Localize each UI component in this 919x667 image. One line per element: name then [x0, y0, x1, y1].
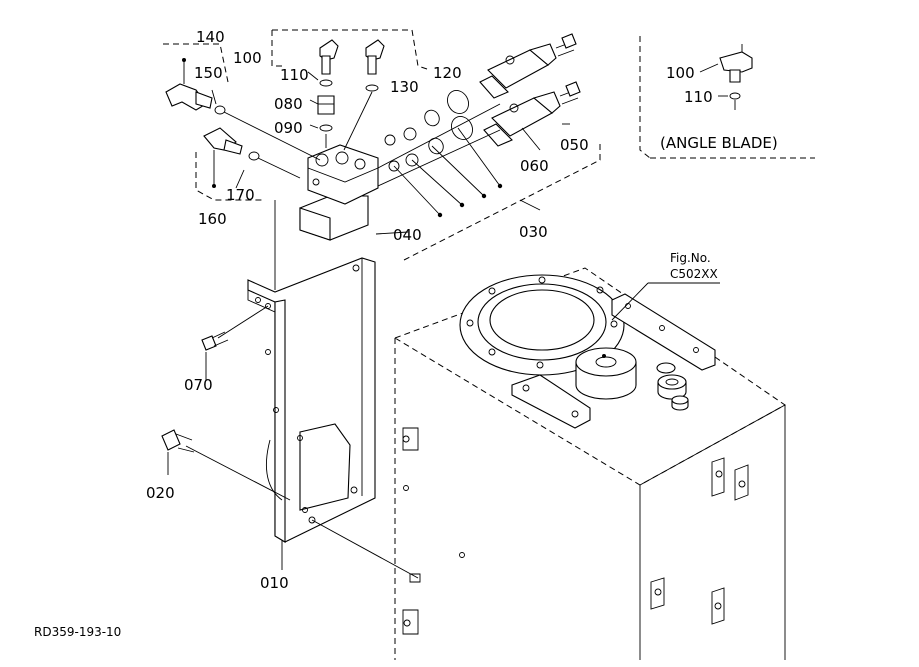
callout-080: 080: [274, 95, 303, 113]
callout-150: 150: [194, 64, 223, 82]
callout-130: 130: [390, 78, 419, 96]
valve-block: [299, 144, 379, 241]
callout-labels: 010 020 030 040 050 060 070 080 090 100 …: [34, 28, 778, 639]
mount-bar: [511, 374, 591, 429]
figure-ref-code: C502XX: [670, 267, 718, 281]
leader-lines: [167, 63, 728, 570]
drawing-reference-code: RD359-193-10: [34, 625, 121, 639]
callout-050: 050: [560, 136, 589, 154]
callout-020: 020: [146, 484, 175, 502]
bracket-plate: [247, 257, 376, 543]
assembly-lines: [377, 103, 503, 218]
callout-110-angle: 110: [684, 88, 713, 106]
callout-010: 010: [260, 574, 289, 592]
side-bar: [611, 293, 716, 371]
tank-body: [393, 267, 786, 660]
elbow-fittings: [165, 58, 321, 188]
bolt-020: [161, 429, 291, 501]
group-boxes: [163, 29, 815, 261]
cylinder-pot: [575, 347, 637, 400]
angle-blade-fitting: [719, 44, 753, 110]
o-rings: [384, 90, 473, 172]
callout-140: 140: [196, 28, 225, 46]
fitting-stack: [317, 39, 385, 151]
callout-120: 120: [433, 64, 462, 82]
callout-100-angle: 100: [666, 64, 695, 82]
bolt-070: [201, 305, 269, 351]
callout-170: 170: [226, 186, 255, 204]
callout-040: 040: [393, 226, 422, 244]
callout-030: 030: [519, 223, 548, 241]
callout-070: 070: [184, 376, 213, 394]
solenoid-lower: [483, 81, 581, 147]
callout-110: 110: [280, 66, 309, 84]
callout-060: 060: [520, 157, 549, 175]
swivel-ring-plate: [459, 274, 625, 376]
bolt-nut: [409, 573, 421, 583]
callout-100: 100: [233, 49, 262, 67]
figure-ref-label: Fig.No.: [670, 251, 711, 265]
callout-160: 160: [198, 210, 227, 228]
angle-blade-note: (ANGLE BLADE): [660, 134, 778, 152]
callout-090: 090: [274, 119, 303, 137]
bolt-line-010: [311, 519, 419, 579]
solenoid-upper: [479, 33, 577, 99]
bushings: [656, 362, 689, 411]
